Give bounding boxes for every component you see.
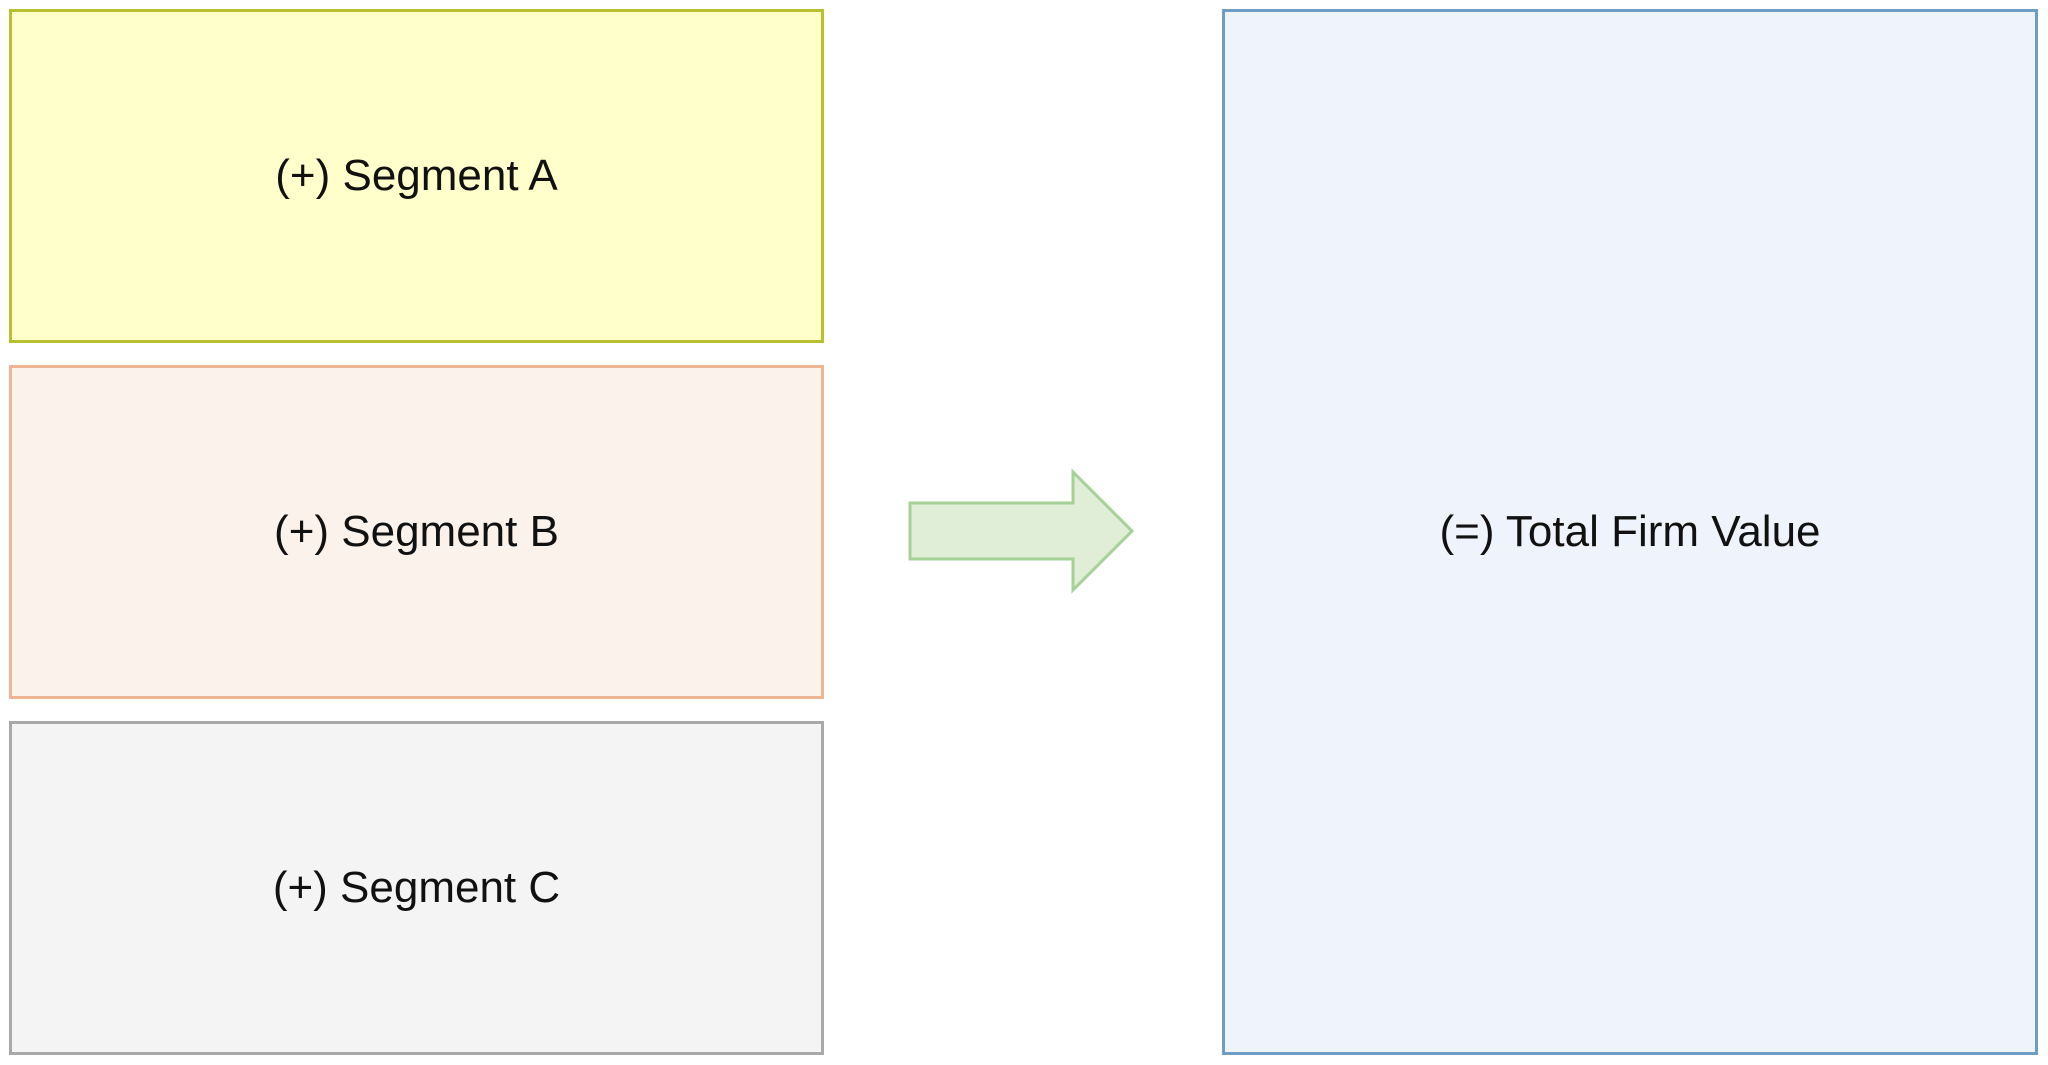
- segment-c-label: (+) Segment C: [272, 863, 561, 912]
- total-firm-value-box: (=) Total Firm Value: [1222, 9, 2038, 1055]
- segment-c-box: (+) Segment C: [9, 721, 824, 1055]
- total-firm-value-label: (=) Total Firm Value: [1439, 507, 1821, 556]
- right-arrow-icon: [908, 468, 1135, 594]
- segment-a-label: (+) Segment A: [275, 151, 558, 200]
- segment-a-box: (+) Segment A: [9, 9, 824, 343]
- right-arrow-shape: [908, 468, 1135, 594]
- segment-b-label: (+) Segment B: [274, 507, 559, 556]
- segment-b-box: (+) Segment B: [9, 365, 824, 699]
